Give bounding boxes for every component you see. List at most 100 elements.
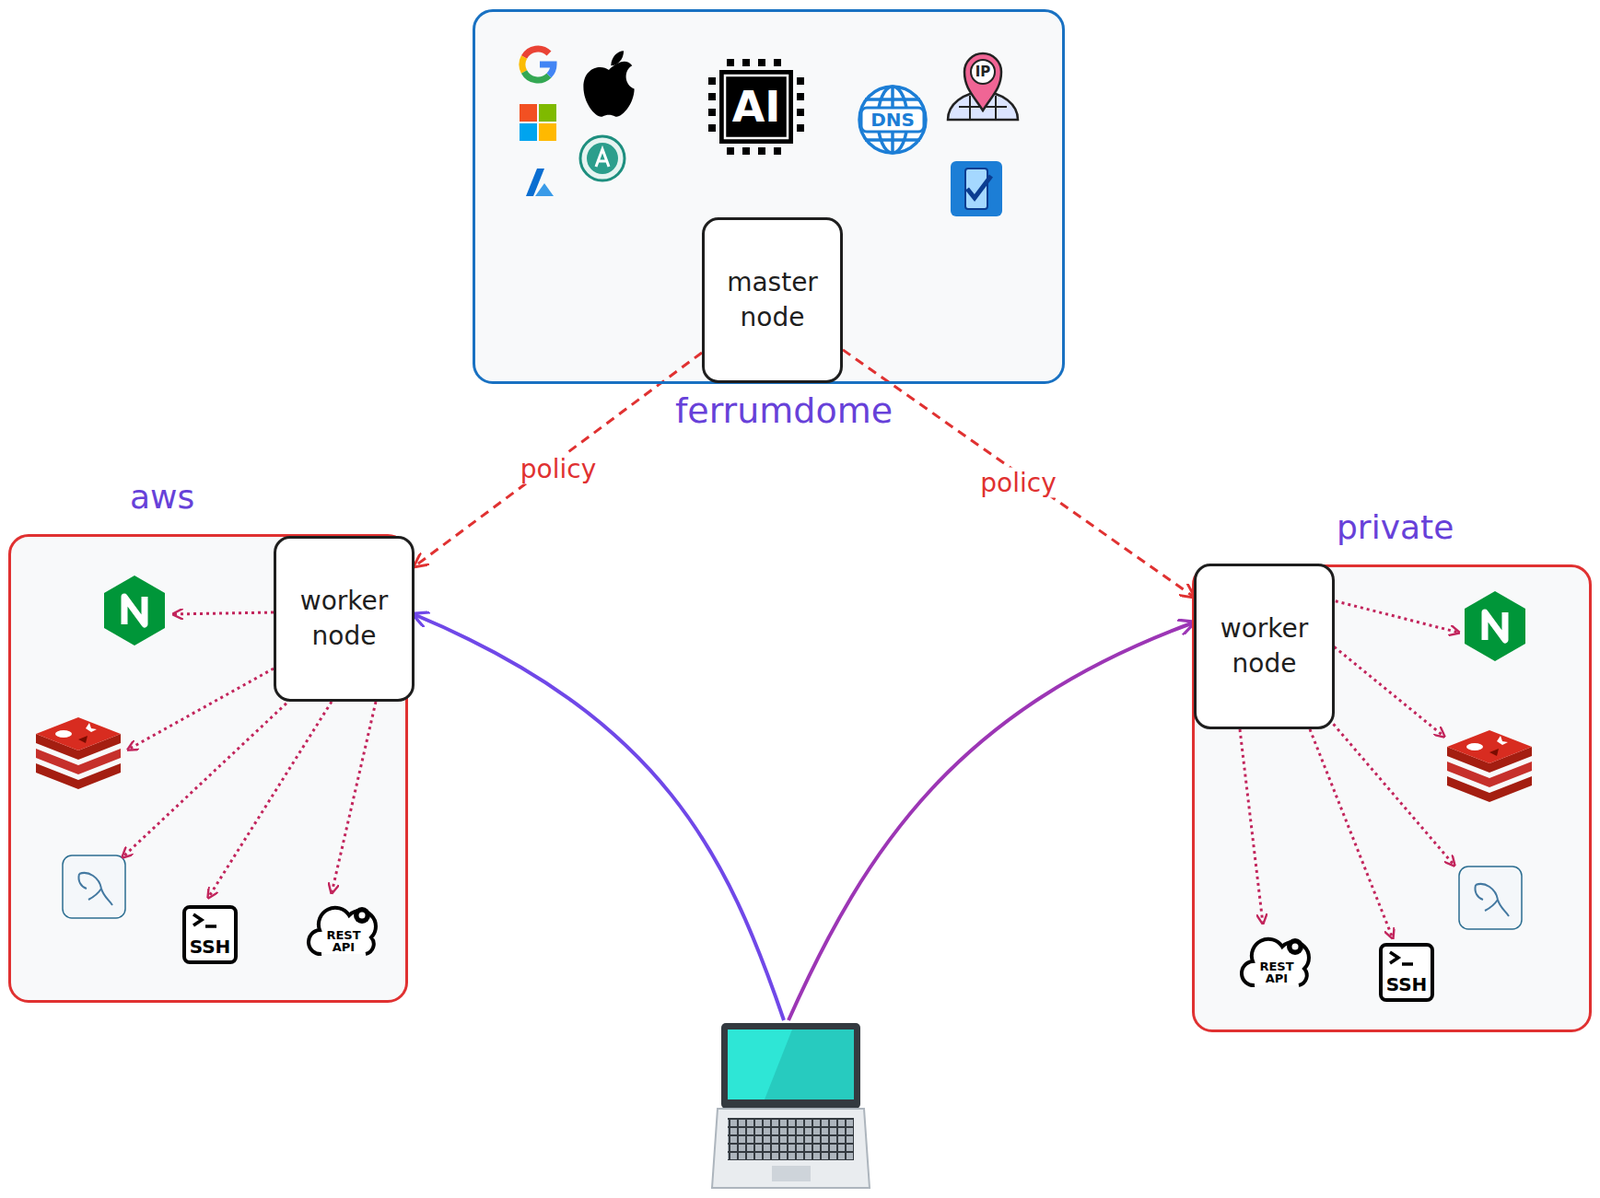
ip-location-icon: [947, 53, 1018, 120]
google-logo-path: [522, 57, 525, 72]
icon-label: DNS: [870, 110, 915, 129]
region-heading-wrap: ferrumdome: [671, 390, 897, 432]
service-links-path: [128, 668, 274, 750]
service-links-path: [1329, 642, 1445, 737]
microsoft-logo-rect: [519, 104, 538, 122]
icon-label: REST API: [1256, 960, 1297, 985]
policy-connector: [414, 352, 702, 567]
service-icons-use: [1459, 866, 1522, 930]
microsoft-logo-rect: [519, 123, 538, 141]
process-box: worker node: [273, 536, 415, 702]
service-links-path: [1239, 729, 1263, 924]
service-icons-use: [1380, 945, 1433, 1001]
microsoft-logo-rect: [538, 123, 557, 141]
phone-check-icon-path: [967, 175, 992, 199]
dns-globe-rect: [861, 107, 924, 132]
ai-chip-g-line: [726, 58, 786, 67]
icon-label-wrap: AI: [732, 85, 782, 129]
process-box: worker node: [1193, 563, 1335, 730]
region-label: ferrumdome: [671, 390, 897, 432]
region-label: private: [1332, 508, 1458, 547]
laptop-rect: [727, 1029, 854, 1100]
icon-label-wrap: IP: [975, 65, 992, 80]
region-heading-wrap: private: [1332, 508, 1458, 547]
service-links-path: [173, 612, 274, 615]
icon-label-wrap: REST API: [323, 929, 364, 954]
ai-chip-g: [712, 62, 801, 152]
ai-chip: [712, 62, 801, 152]
service-icons: [35, 575, 1532, 1001]
icon-label: SSH: [189, 937, 232, 957]
service-icons-use: [308, 907, 376, 955]
ai-chip-g-line: [708, 77, 716, 137]
service-links-path: [208, 701, 332, 899]
edge-label: policy: [976, 467, 1060, 499]
region-fill: [8, 534, 409, 1004]
laptop-links-path: [788, 622, 1194, 1021]
node-label: worker node: [1203, 611, 1325, 682]
dns-globe-line: [864, 138, 921, 142]
apple-logo-path: [583, 61, 634, 117]
argo-logo: [580, 136, 625, 181]
icon-label-wrap: SSH: [189, 937, 232, 957]
google-logo-path: [539, 64, 554, 76]
laptop-links-path: [413, 614, 784, 1021]
google-logo-path: [524, 48, 549, 58]
google-logo: [522, 48, 554, 81]
service-links-path: [331, 701, 376, 894]
edge-label-wrap: policy: [976, 467, 1060, 499]
service-links-path: [1309, 729, 1393, 939]
laptop: [712, 1023, 870, 1189]
service-icons-use: [1464, 591, 1526, 662]
dns-globe: [859, 86, 926, 153]
laptop-path: [764, 1029, 854, 1100]
process-box: master node: [701, 217, 843, 384]
google-logo-path: [524, 71, 549, 81]
region-box: privateworker node: [1191, 564, 1592, 1033]
ai-chip-g-line: [726, 147, 786, 155]
service-icons-use: [184, 907, 236, 963]
apple-logo-path: [610, 50, 624, 66]
phone-check-icon-rect: [950, 161, 1003, 217]
icon-label: IP: [975, 65, 992, 80]
ai-chip-rect: [719, 70, 794, 144]
dns-globe-line: [864, 97, 921, 102]
region-heading-wrap: aws: [126, 478, 199, 516]
azure-logo: [525, 168, 554, 197]
service-icons-use: [62, 855, 126, 919]
laptop-rect: [727, 1118, 854, 1161]
region-fill: [1191, 564, 1592, 1033]
icon-label: AI: [732, 85, 782, 129]
service-links-path: [122, 699, 292, 858]
laptop-rect: [771, 1166, 811, 1182]
icon-label-wrap: REST API: [1256, 960, 1297, 985]
region-fill: [472, 9, 1065, 385]
region-label: aws: [126, 478, 199, 516]
icon-label-wrap: DNS: [870, 110, 915, 129]
argo-logo-circle: [586, 142, 619, 175]
service-icons-use: [104, 575, 165, 646]
laptop-rect: [727, 1118, 854, 1161]
microsoft-logo-rect: [538, 104, 557, 122]
service-links-path: [1329, 719, 1455, 866]
phone-check-icon: [950, 161, 1003, 217]
ip-location-icon-path: [964, 53, 1002, 111]
laptop-path: [712, 1109, 870, 1189]
laptop-rect: [721, 1023, 861, 1110]
node-label: worker node: [283, 583, 405, 655]
ai-chip-rect: [724, 75, 788, 139]
icon-label-wrap: SSH: [1386, 975, 1428, 994]
service-icons-use: [1447, 730, 1532, 803]
node-label: master node: [712, 265, 833, 336]
argo-logo-circle: [580, 136, 625, 181]
service-links-path: [1329, 599, 1460, 633]
laptop-links: [413, 614, 1194, 1021]
service-icons-use: [35, 717, 121, 790]
azure-logo-path: [535, 183, 554, 197]
apple-logo: [583, 50, 634, 117]
service-icons-use: [1241, 938, 1309, 986]
ai-chip-g-line: [796, 77, 805, 137]
